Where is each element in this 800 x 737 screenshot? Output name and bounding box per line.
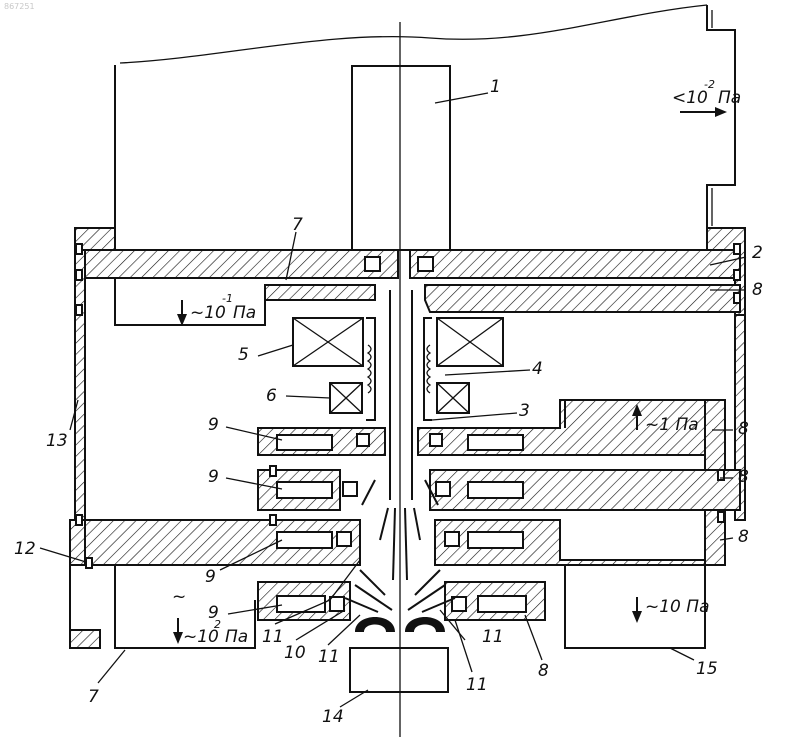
pressure-top-value: <10 <box>672 88 708 108</box>
label-9-c: 9 <box>205 567 216 587</box>
label-13: 13 <box>46 431 68 451</box>
label-10: 10 <box>284 643 306 663</box>
stage-middle <box>258 470 740 510</box>
label-11-c: 11 <box>482 627 504 647</box>
svg-text:~: ~ <box>172 587 186 607</box>
seal-right <box>418 257 433 271</box>
label-11-d: 11 <box>466 675 488 695</box>
label-11-a: 11 <box>262 627 284 647</box>
label-9-b: 9 <box>208 467 219 487</box>
label-8-mid2: 8 <box>738 467 749 487</box>
svg-text:Па: Па <box>225 627 248 647</box>
seal-left <box>365 257 380 271</box>
svg-text:-1: -1 <box>222 292 233 305</box>
svg-text:Па: Па <box>718 88 741 108</box>
pressure-2: ~1 Па <box>645 415 699 435</box>
label-9-d: 9 <box>208 603 219 623</box>
label-9-a: 9 <box>208 415 219 435</box>
part-1-source <box>352 66 450 250</box>
label-11-b: 11 <box>318 647 340 667</box>
svg-text:Па: Па <box>233 303 256 323</box>
label-15: 15 <box>696 659 718 679</box>
outer-left-wall <box>70 228 115 648</box>
label-5: 5 <box>238 345 249 365</box>
label-2: 2 <box>752 243 763 263</box>
target-14 <box>350 617 448 692</box>
label-14: 14 <box>322 707 344 727</box>
pressure-top: <10 -2 Па <box>672 78 741 108</box>
bellows-4 <box>366 318 432 420</box>
label-3: 3 <box>519 401 530 421</box>
label-8-mid3: 8 <box>738 527 749 547</box>
svg-text:-2: -2 <box>704 78 715 91</box>
pressure-1: ~10 -1 Па <box>190 292 256 323</box>
plate-2 <box>85 250 740 278</box>
pressure-3: ~10 Па <box>645 597 709 617</box>
label-7-bottom: 7 <box>88 687 99 707</box>
stage-bottom <box>258 582 545 620</box>
label-6: 6 <box>266 386 277 406</box>
label-12: 12 <box>14 539 36 559</box>
svg-text:~10: ~10 <box>190 303 226 323</box>
tube-3 <box>390 290 412 500</box>
label-8-top: 8 <box>752 280 763 300</box>
label-8-mid1: 8 <box>738 419 749 439</box>
label-7-top: 7 <box>292 215 303 235</box>
label-8-bottom: 8 <box>538 661 549 681</box>
magnet-coils <box>293 318 503 413</box>
watermark: 867251 <box>4 2 35 11</box>
label-4: 4 <box>532 359 543 379</box>
label-1: 1 <box>490 77 501 97</box>
